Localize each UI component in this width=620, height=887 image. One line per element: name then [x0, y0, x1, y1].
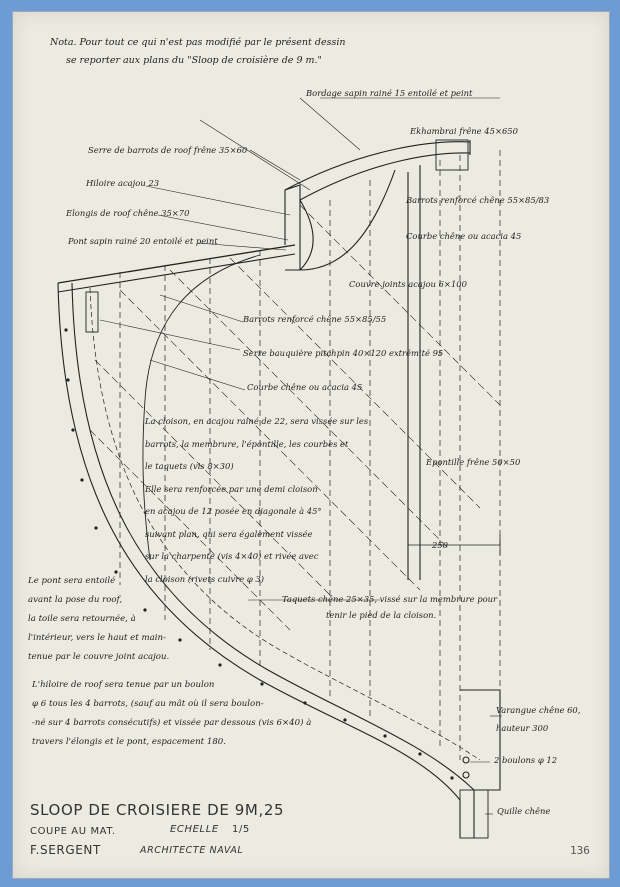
serre-block	[85, 291, 99, 333]
hiloire-line: -né sur 4 barrots consécutifs) et vissée…	[32, 718, 312, 728]
label-barrots-top: Barrots renforcé chêne 55×85/83	[406, 195, 550, 205]
subtitle: COUPE AU MAT.	[30, 826, 116, 837]
pont-line: tenue par le couvre joint acajou.	[28, 652, 170, 662]
label-bordage: Bordage sapin rainé 15 entoilé et peint	[306, 88, 473, 98]
cloison-line: Elle sera renforcée par une demi cloison	[145, 483, 318, 494]
cloison-line: le taquets (vis 8×30)	[145, 461, 234, 471]
deck-line	[57, 244, 296, 284]
label-serre-roof: Serre de barrots de roof frêne 35×60	[88, 145, 248, 155]
label-elongis-roof: Elongis de roof chêne 35×70	[66, 208, 190, 218]
hull-outer-line	[57, 282, 461, 838]
hiloire-line: φ 6 tous les 4 barrots, (sauf au mât où …	[32, 699, 264, 709]
note-line-2: se reporter aux plans du "Sloop de crois…	[66, 55, 322, 66]
hiloire-line: travers l'élongis et le pont, espacement…	[32, 737, 226, 747]
cloison-line: sur la charpente (vis 4×40) et rivée ave…	[145, 551, 319, 561]
label-ekhambrai: Ekhambrai frêne 45×650	[410, 126, 518, 136]
cloison-line: suivant plan, qui sera également vissée	[145, 528, 313, 539]
echelle-value: 1/5	[232, 824, 250, 835]
bolt-2	[462, 771, 470, 779]
echelle-label: ECHELLE	[170, 824, 219, 835]
title: SLOOP DE CROISIERE DE 9M,25	[30, 801, 285, 819]
hiloire-paragraph: L'hiloire de roof sera tenue par un boul…	[32, 676, 311, 752]
label-varangue-1: Varangue chêne 60,	[496, 705, 581, 715]
sheet-number: 136	[570, 844, 590, 857]
role: ARCHITECTE NAVAL	[140, 845, 244, 856]
label-courbe-acacia: Courbe chêne ou acacia 45	[247, 382, 363, 392]
label-serre-bauquiere: Serre bauquière pitchpin 40×120 extrémit…	[243, 348, 444, 358]
note-line-1: Nota. Pour tout ce qui n'est pas modifié…	[50, 37, 346, 48]
label-epontille: Epontille frêne 50×50	[426, 457, 521, 467]
hiloire-line: L'hiloire de roof sera tenue par un boul…	[32, 680, 215, 690]
roof-top	[284, 141, 471, 191]
label-courbe-chene: Courbe chêne ou acacia 45	[406, 231, 522, 241]
pont-line: Le pont sera entoilé	[28, 576, 116, 586]
deck-knee	[142, 254, 261, 561]
label-dimension-250: 250	[432, 540, 448, 550]
label-quille: Quille chêne	[497, 806, 551, 816]
roof-knee	[298, 169, 396, 271]
roof-top-lower	[299, 152, 471, 201]
cloison-line: barrots, la membrure, l'épontille, les c…	[145, 438, 349, 449]
cloison-paragraph: La cloison, en acajou rainé de 22, sera …	[145, 410, 368, 590]
label-taquets-1: Taquets chêne 25×35, vissé sur la membru…	[282, 594, 498, 604]
label-hiloire-acajou: Hiloire acajou 23	[86, 178, 160, 188]
cloison-line: en acajou de 12 posée en diagonale à 45°	[145, 506, 322, 516]
roof-coaming	[284, 184, 301, 271]
ekhambrai-block	[435, 139, 469, 171]
leader-lines	[99, 97, 502, 815]
label-pont-sapin: Pont sapin rainé 20 entoilé et peint	[68, 236, 218, 246]
label-boulons: 2 boulons φ 12	[494, 755, 558, 765]
author: F.SERGENT	[30, 843, 101, 857]
varangue	[460, 689, 501, 791]
label-barrots-mid: Barrots renforcé chêne 55×85/55	[243, 314, 387, 324]
hull-inner-line	[71, 282, 475, 838]
frame-line	[89, 287, 481, 761]
diagonal-lines	[89, 204, 501, 631]
deck-lower-line	[57, 253, 296, 293]
rivet-dots	[64, 328, 454, 780]
cloison-line: La cloison, en acajou rainé de 22, sera …	[145, 416, 369, 426]
pont-line: la toile sera retournée, à	[28, 614, 136, 624]
pont-line: l'intérieur, vers le haut et main-	[28, 633, 166, 643]
label-couvre-joint: Couvre joints acajou 6×100	[349, 279, 467, 289]
drawing-sheet	[12, 11, 610, 879]
pont-paragraph: Le pont sera entoilé avant la pose du ro…	[28, 572, 169, 667]
label-varangue-2: hauteur 300	[496, 723, 549, 733]
pont-line: avant la pose du roof,	[28, 595, 123, 605]
cloison-line: la cloison (rivets cuivre φ 3)	[145, 573, 265, 584]
label-taquets-2: tenir le pied de la cloison.	[326, 610, 437, 620]
bolt-1	[462, 756, 470, 764]
